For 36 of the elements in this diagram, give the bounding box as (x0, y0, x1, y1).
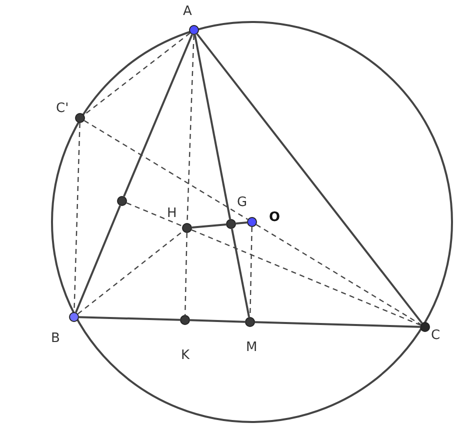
point-label: M (246, 341, 258, 354)
point-label: C (431, 329, 440, 342)
line-segment (190, 319, 246, 323)
point-label: K (181, 349, 190, 362)
dashed-segment (84, 120, 248, 220)
point-dot (117, 196, 127, 206)
point-label: G (237, 196, 248, 209)
line-segment (78, 316, 180, 321)
point-label: H (167, 207, 177, 220)
dashed-segment (256, 224, 422, 325)
point-dot (226, 219, 236, 229)
line-segment (236, 221, 248, 225)
point-dot (189, 25, 199, 35)
point-dot (245, 317, 255, 327)
point-label: O (269, 211, 280, 224)
point-label: C' (56, 102, 69, 115)
line-segment (123, 34, 193, 197)
point-label: A (183, 5, 192, 18)
point-dot (182, 223, 192, 233)
dashed-segment (126, 202, 183, 227)
line-segment (194, 34, 232, 220)
line-segment (254, 321, 420, 328)
dashed-segment (184, 232, 188, 316)
dashed-segment (191, 229, 421, 326)
line-segment (74, 205, 122, 313)
point-dot (180, 315, 190, 325)
line-segment (230, 228, 250, 318)
dashed-segment (78, 230, 184, 314)
point-label: B (51, 332, 60, 345)
line-segment (196, 33, 423, 324)
point-dot (247, 217, 257, 227)
dashed-segment (84, 32, 190, 116)
point-dot (75, 113, 85, 123)
line-segment (192, 223, 226, 229)
point-dot (420, 322, 430, 332)
point-dot (69, 312, 79, 322)
